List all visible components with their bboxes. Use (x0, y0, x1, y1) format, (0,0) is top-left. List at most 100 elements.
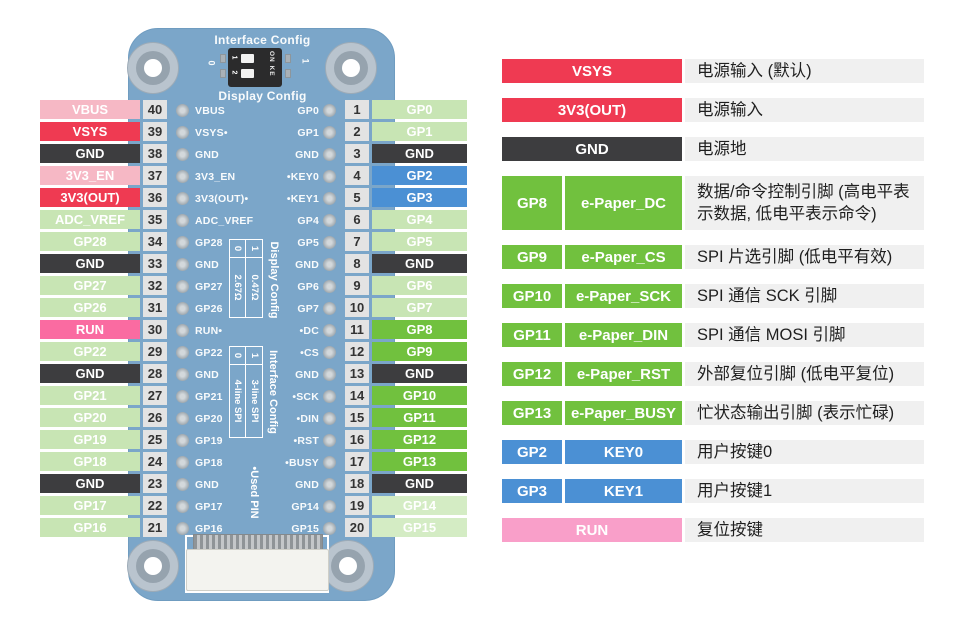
function-cell: KEY0 (565, 440, 682, 464)
pin-cell: GP13 (502, 401, 562, 425)
dip-brand-text: ON KE (268, 51, 275, 77)
silk-pin-label: GP5 (297, 236, 319, 249)
silk-pin-label: GP26 (195, 302, 223, 315)
silk-pin-label: 3V3(OUT)• (195, 192, 249, 205)
through-hole-pad (322, 522, 336, 535)
pin-badge: GND (372, 364, 467, 383)
silk-pin-label: •SCK (292, 390, 319, 403)
through-hole-pad (322, 478, 336, 491)
pin-badge: 3V3(OUT) (40, 188, 140, 207)
pin-badge: GP19 (40, 430, 140, 449)
pin-badge: VSYS (40, 122, 140, 141)
through-hole-pad (322, 412, 336, 425)
pin-number: 6 (345, 210, 369, 229)
silk-pin-label: 3V3_EN (195, 170, 236, 183)
pin-number: 20 (345, 518, 369, 537)
pin-number: 25 (143, 430, 167, 449)
silk-pin-label: ADC_VREF (195, 214, 254, 227)
pin-number: 36 (143, 188, 167, 207)
description-cell: 外部复位引脚 (低电平复位) (685, 362, 924, 386)
pin-badge: GP22 (40, 342, 140, 361)
pin-badge: GP18 (40, 452, 140, 471)
silk-display-config-title: Display Config (218, 89, 307, 103)
through-hole-pad (322, 434, 336, 447)
silk-pin-label: GP7 (297, 302, 319, 315)
through-hole-pad (175, 192, 189, 205)
function-cell: e-Paper_BUSY (565, 401, 682, 425)
pin-cell: GP11 (502, 323, 562, 347)
through-hole-pad (175, 368, 189, 381)
dip-number-1: 1 (230, 55, 238, 60)
through-hole-pad (322, 236, 336, 249)
silk-pin-label: GP0 (297, 104, 319, 117)
silk-pin-label: GP16 (195, 522, 223, 535)
pin-badge: GP28 (40, 232, 140, 251)
pin-badge: GP26 (40, 298, 140, 317)
silk-pin-label: GP19 (195, 434, 223, 447)
pin-number: 14 (345, 386, 369, 405)
description-cell: 用户按键1 (685, 479, 924, 503)
silk-pin-label: GND (195, 368, 219, 381)
through-hole-pad (175, 522, 189, 535)
silk-pin-label: GND (295, 148, 319, 161)
silk-pin-label: GND (295, 478, 319, 491)
through-hole-pad (175, 478, 189, 491)
through-hole-pad (175, 346, 189, 359)
dip-left-mark: 0 (206, 60, 217, 66)
silk-pin-label: GND (195, 148, 219, 161)
pin-number: 31 (143, 298, 167, 317)
silk-pin-label: •RST (293, 434, 319, 447)
pin-badge: GP3 (372, 188, 467, 207)
ffc-connector-body (186, 549, 329, 591)
pin-badge: GP6 (372, 276, 467, 295)
pin-number: 11 (345, 320, 369, 339)
description-cell: 数据/命令控制引脚 (高电平表示数据, 低电平表示命令) (685, 176, 924, 230)
through-hole-pad (322, 324, 336, 337)
pin-badge: GP11 (372, 408, 467, 427)
through-hole-pad (175, 280, 189, 293)
pin-cell: GP12 (502, 362, 562, 386)
dip-number-2: 2 (230, 70, 238, 75)
pin-badge: GP0 (372, 100, 467, 119)
description-cell: SPI 片选引脚 (低电平有效) (685, 245, 924, 269)
function-cell: KEY1 (565, 479, 682, 503)
through-hole-pad (175, 258, 189, 271)
silk-pin-label: GP27 (195, 280, 223, 293)
pin-number: 4 (345, 166, 369, 185)
pin-badge: GND (40, 364, 140, 383)
through-hole-pad (322, 368, 336, 381)
through-hole-pad (175, 412, 189, 425)
pin-badge: GND (372, 254, 467, 273)
pin-cell: GP2 (502, 440, 562, 464)
through-hole-pad (322, 456, 336, 469)
through-hole-pad (175, 456, 189, 469)
pin-number: 1 (345, 100, 369, 119)
pin-number: 15 (345, 408, 369, 427)
pin-number: 13 (345, 364, 369, 383)
silk-pin-label: GP15 (291, 522, 319, 535)
pin-number: 29 (143, 342, 167, 361)
pin-number: 27 (143, 386, 167, 405)
pin-number: 9 (345, 276, 369, 295)
silk-pin-label: GND (195, 478, 219, 491)
silk-pin-label: GP20 (195, 412, 223, 425)
pin-cell: GP9 (502, 245, 562, 269)
pin-badge: GP4 (372, 210, 467, 229)
silk-pin-label: •DC (299, 324, 319, 337)
through-hole-pad (175, 148, 189, 161)
silk-pin-label: GP21 (195, 390, 223, 403)
pin-badge: GND (372, 474, 467, 493)
dip-toggle-2 (241, 69, 254, 78)
silk-pin-label: GP4 (297, 214, 319, 227)
mounting-hole-bottom-left (127, 540, 179, 592)
pin-number: 37 (143, 166, 167, 185)
silk-pin-label: •DIN (296, 412, 319, 425)
pin-number: 35 (143, 210, 167, 229)
function-cell: 3V3(OUT) (502, 98, 682, 122)
pin-badge: GP7 (372, 298, 467, 317)
pin-number: 38 (143, 144, 167, 163)
